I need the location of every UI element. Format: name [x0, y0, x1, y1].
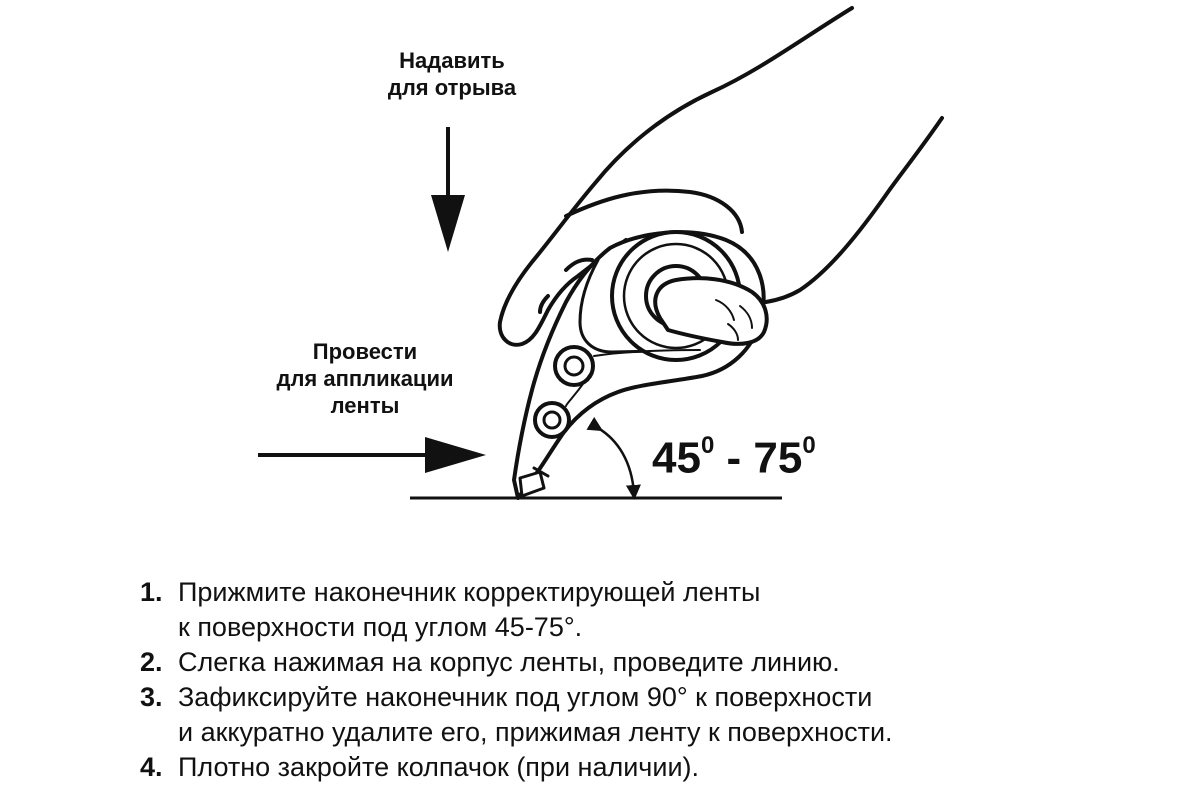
step-text: Прижмите наконечник корректирующей ленты… [178, 577, 761, 642]
step-text: Плотно закройте колпачок (при наличии). [178, 752, 700, 782]
angle-to-degree: 0 [802, 432, 816, 459]
angle-to: 75 [753, 433, 803, 483]
step-text: Слегка нажимая на корпус ленты, проведит… [178, 647, 840, 677]
hand-icon [497, 6, 944, 347]
step-number: 2. [140, 647, 163, 677]
swipe-to-apply-label: Провести для аппликации ленты [235, 338, 495, 419]
angle-from-degree: 0 [700, 432, 715, 459]
step-number: 1. [140, 577, 163, 607]
right-arrow-icon [258, 437, 486, 473]
down-arrow-icon [431, 127, 465, 252]
swipe-label-line-1: Провести [312, 339, 418, 364]
angle-range-label: 450 - 750 [652, 422, 816, 487]
step-number: 3. [140, 682, 163, 712]
instruction-step: 3. Зафиксируйте наконечник под углом 90°… [140, 680, 1160, 750]
instruction-step: 2. Слегка нажимая на корпус ленты, прове… [140, 645, 1160, 680]
angle-arc-icon [586, 416, 641, 500]
angle-from: 45 [652, 433, 701, 483]
step-number: 4. [140, 752, 163, 782]
press-label-line-2: для отрыва [387, 75, 517, 100]
thumb-icon [653, 276, 769, 346]
instruction-steps: 1. Прижмите наконечник корректирующей ле… [140, 575, 1160, 785]
swipe-label-line-2: для аппликации [276, 366, 454, 391]
swipe-label-line-3: ленты [330, 393, 400, 418]
press-to-tear-label: Надавить для отрыва [352, 47, 552, 101]
angle-separator: - [714, 433, 754, 483]
step-text: Зафиксируйте наконечник под углом 90° к … [178, 682, 893, 747]
press-label-line-1: Надавить [399, 48, 505, 73]
instruction-step: 4. Плотно закройте колпачок (при наличии… [140, 750, 1160, 785]
instruction-step: 1. Прижмите наконечник корректирующей ле… [140, 575, 1160, 645]
